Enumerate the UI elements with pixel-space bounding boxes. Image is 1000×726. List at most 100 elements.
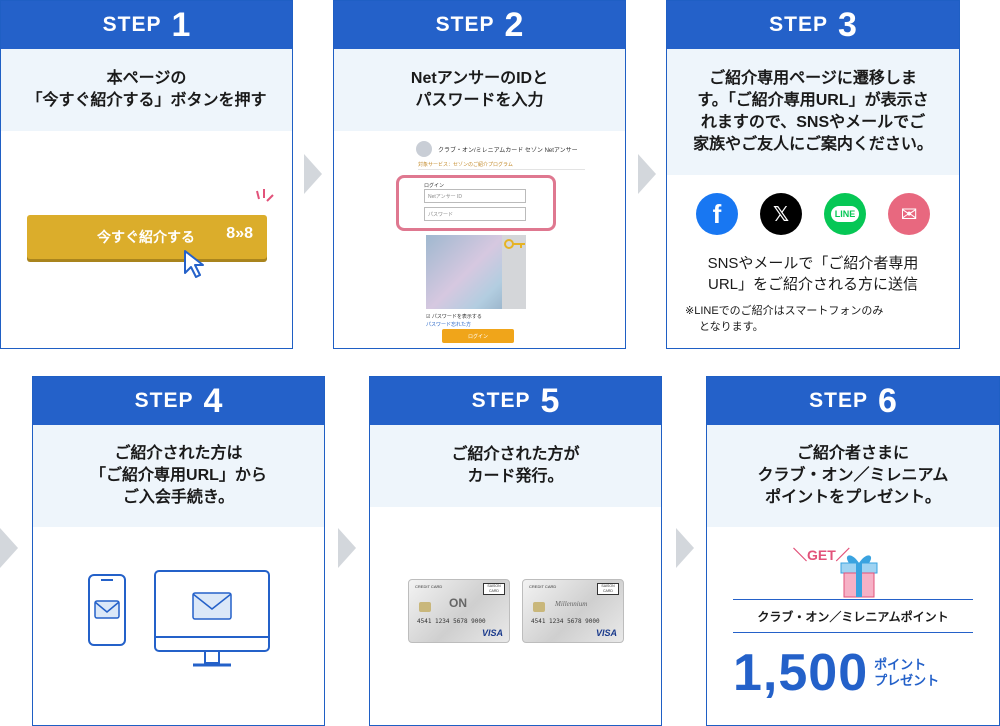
step-4-header: STEP 4	[33, 377, 324, 425]
step-label: STEP	[102, 13, 162, 36]
step-2-description: NetアンサーのIDと パスワードを入力	[334, 49, 625, 131]
desc-line: NetアンサーのIDと	[410, 70, 549, 87]
step-2-header: STEP 2	[334, 1, 625, 49]
step-1-header: STEP 1	[1, 1, 292, 49]
points-number: 1,500	[733, 644, 869, 702]
body-line: SNSやメールで「ご紹介者専用	[707, 255, 919, 272]
mock-header-text: クラブ・オン/ミレニアムカード セゾン Netアンサー	[438, 147, 578, 154]
flow-arrow	[338, 528, 356, 568]
step-3-card: STEP 3 ご紹介専用ページに遷移しま す。「ご紹介専用URL」が表示さ れま…	[666, 0, 960, 349]
share-people-icon: 8»8	[226, 225, 253, 242]
step-label: STEP	[809, 389, 868, 412]
flow-arrow	[676, 528, 694, 568]
step-4-card: STEP 4 ご紹介された方は 「ご紹介専用URL」から ご入会手続き。	[32, 376, 325, 726]
note-line: となります。	[699, 321, 764, 333]
desc-line: ご紹介された方は	[114, 445, 243, 462]
smartphone-icon	[88, 574, 126, 646]
mock-id-field[interactable]: Netアンサー ID	[424, 189, 526, 203]
note-line: ※LINEでのご紹介はスマートフォンのみ	[685, 305, 884, 317]
desc-line: ご紹介者さまに	[796, 445, 909, 462]
step-number: 3	[837, 5, 857, 44]
points-program-label: クラブ・オン／ミレニアムポイント	[733, 599, 973, 633]
cursor-icon	[184, 250, 204, 278]
unit-line: ポイント	[874, 657, 927, 672]
step-4-description: ご紹介された方は 「ご紹介専用URL」から ご入会手続き。	[33, 425, 324, 527]
login-highlight-box	[396, 175, 556, 231]
credit-card-club-on: CREDIT CARD SAISON CARD ON 4541 1234 567…	[408, 579, 510, 643]
card-brand: SAISON CARD	[483, 583, 505, 595]
flow-arrow	[0, 528, 18, 568]
mock-subtitle: 対象サービス：セゾンのご紹介プログラム	[418, 162, 513, 168]
step-number: 1	[171, 5, 191, 44]
card-number: 4541 1234 5678 9000	[531, 618, 600, 625]
desc-line: 「ご紹介専用URL」から	[90, 467, 267, 484]
facebook-icon[interactable]: f	[696, 193, 738, 235]
card-brand: SAISON CARD	[597, 583, 619, 595]
introduce-now-button[interactable]: 今すぐ紹介する 8»8	[27, 215, 267, 259]
step-6-description: ご紹介者さまに クラブ・オン／ミレニアム ポイントをプレゼント。	[707, 425, 999, 527]
card-top-text: CREDIT CARD	[529, 584, 557, 589]
card-network: VISA	[481, 628, 503, 638]
step-3-header: STEP 3	[667, 1, 959, 49]
desc-line: ご紹介専用ページに遷移しま	[709, 70, 917, 87]
mock-show-password[interactable]: ☑ パスワードを表示する	[426, 314, 482, 320]
card-top-text: CREDIT CARD	[415, 584, 443, 589]
desc-line: れますので、SNSやメールでご	[700, 114, 926, 131]
card-network: VISA	[595, 628, 617, 638]
step-label: STEP	[435, 13, 495, 36]
mail-icon[interactable]: ✉	[888, 193, 930, 235]
desc-line: パスワードを入力	[415, 92, 544, 109]
unit-line: プレゼント	[874, 673, 940, 688]
card-chip-icon	[533, 602, 545, 612]
divider	[418, 169, 585, 170]
mock-logo-icon	[416, 141, 432, 157]
step-label: STEP	[471, 389, 531, 412]
introduce-now-label: 今すぐ紹介する	[97, 229, 195, 245]
desc-line: 家族やご友人にご案内ください。	[693, 136, 933, 153]
mock-login-button[interactable]: ログイン	[442, 329, 514, 343]
step-6-card: STEP 6 ご紹介者さまに クラブ・オン／ミレニアム ポイントをプレゼント。 …	[706, 376, 1000, 726]
step-6-header: STEP 6	[707, 377, 999, 425]
login-screen-mock: クラブ・オン/ミレニアムカード セゾン Netアンサー 対象サービス：セゾンのご…	[334, 131, 625, 348]
step-label: STEP	[134, 389, 194, 412]
step-5-header: STEP 5	[370, 377, 661, 425]
line-icon[interactable]: LINE	[824, 193, 866, 235]
desc-line: ご紹介された方が	[451, 446, 580, 463]
mock-header: クラブ・オン/ミレニアムカード セゾン Netアンサー	[416, 141, 578, 157]
desc-line: ご入会手続き。	[122, 489, 235, 506]
gift-box-icon	[840, 555, 878, 598]
line-note: ※LINEでのご紹介はスマートフォンのみ となります。	[685, 303, 949, 335]
flow-arrow	[304, 154, 322, 194]
send-instruction: SNSやメールで「ご紹介者専用 URL」をご紹介される方に送信	[667, 253, 959, 295]
step-5-card: STEP 5 ご紹介された方が カード発行。 CREDIT CARD SAISO…	[369, 376, 662, 726]
step-2-card: STEP 2 NetアンサーのIDと パスワードを入力 クラブ・オン/ミレニアム…	[333, 0, 626, 349]
points-unit: ポイント プレゼント	[874, 657, 939, 689]
body-line: URL」をご紹介される方に送信	[707, 276, 918, 293]
step-1-card: STEP 1 本ページの 「今すぐ紹介する」ボタンを押す 今すぐ紹介する 8»8	[0, 0, 293, 349]
step-5-description: ご紹介された方が カード発行。	[370, 425, 661, 507]
step-number: 2	[504, 5, 524, 44]
desc-line: す。「ご紹介専用URL」が表示さ	[697, 92, 929, 109]
desc-line: ポイントをプレゼント。	[765, 489, 941, 506]
card-number: 4541 1234 5678 9000	[417, 618, 486, 625]
x-icon[interactable]: 𝕏	[760, 193, 802, 235]
card-logo: ON	[449, 596, 467, 610]
desc-line: カード発行。	[467, 468, 564, 485]
flow-arrow	[638, 154, 656, 194]
desc-line: 本ページの	[106, 70, 187, 87]
step-number: 6	[877, 381, 897, 420]
step-3-description: ご紹介専用ページに遷移しま す。「ご紹介専用URL」が表示さ れますので、SNS…	[667, 49, 959, 175]
points-amount: 1,500 ポイント プレゼント	[733, 643, 939, 703]
devices-illustration	[88, 570, 270, 667]
step-number: 4	[203, 381, 223, 420]
desc-line: 「今すぐ紹介する」ボタンを押す	[26, 92, 267, 109]
step-1-description: 本ページの 「今すぐ紹介する」ボタンを押す	[1, 49, 292, 131]
desc-line: クラブ・オン／ミレニアム	[757, 467, 949, 484]
step-number: 5	[540, 381, 560, 420]
mock-password-field[interactable]: パスワード	[424, 207, 526, 221]
mock-forgot-link[interactable]: パスワード忘れた方	[426, 322, 472, 328]
desktop-monitor-icon	[154, 570, 270, 667]
card-chip-icon	[419, 602, 431, 612]
mock-login-label: ログイン	[424, 183, 445, 189]
step-label: STEP	[769, 13, 828, 36]
